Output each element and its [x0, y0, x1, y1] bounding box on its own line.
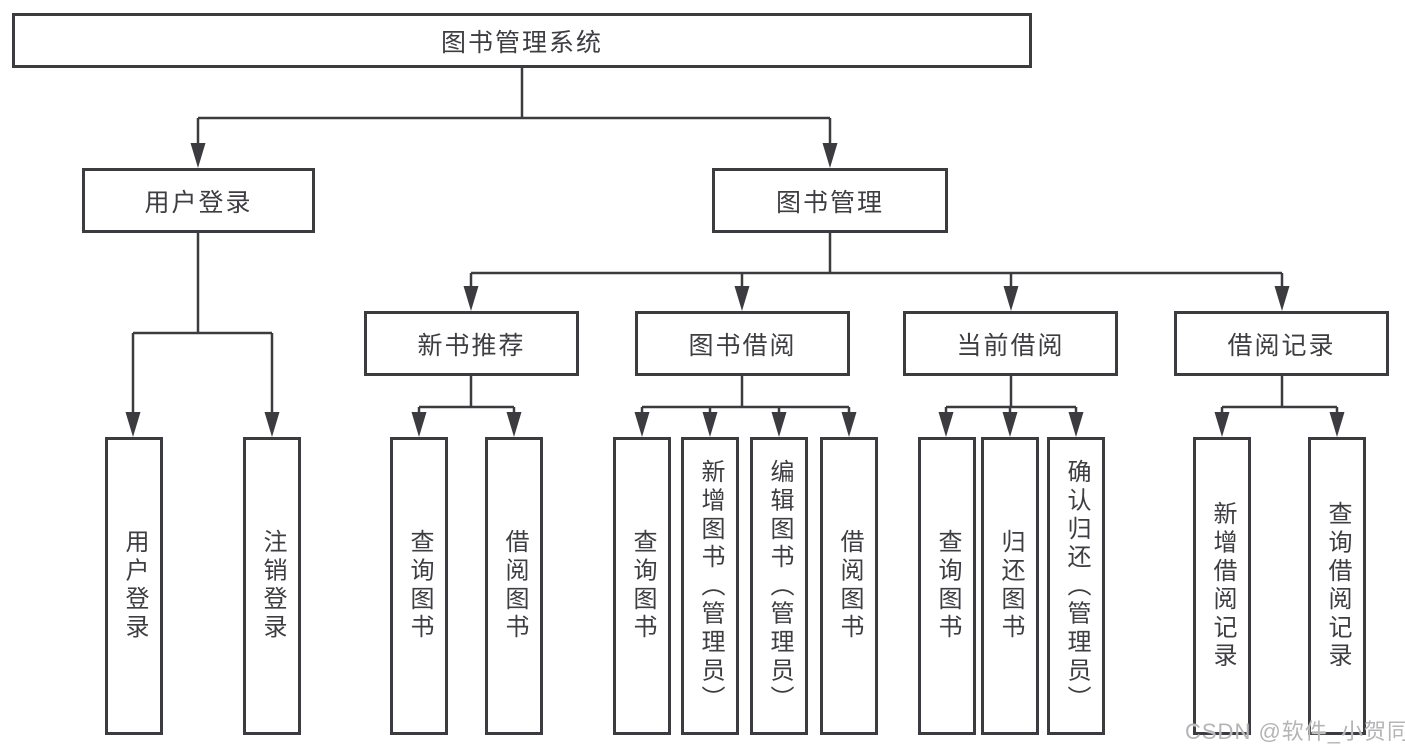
leaf-records-add-borrow-record: 新增借阅记录 — [1193, 437, 1251, 735]
node-label: 借阅记录 — [1227, 331, 1336, 360]
leaf-label: 归还图书 — [997, 529, 1024, 643]
leaf-borrow-borrow-books: 借阅图书 — [820, 437, 878, 735]
leaf-label: 编辑图书（管理员） — [766, 458, 793, 714]
node-new-book-recommend: 新书推荐 — [364, 311, 579, 376]
node-book-borrow: 图书借阅 — [635, 311, 850, 376]
leaf-label: 借阅图书 — [836, 529, 863, 643]
arrowheads — [125, 143, 1345, 437]
leaf-label: 查询借阅记录 — [1324, 501, 1351, 671]
leaf-newbook-query-books: 查询图书 — [390, 437, 448, 735]
node-label: 用户登录 — [144, 188, 253, 217]
csdn-watermark: CSDN @软件_小贺同学 — [1185, 719, 1405, 744]
leaf-borrow-add-books-admin: 新增图书（管理员） — [681, 437, 739, 735]
leaf-current-confirm-return-admin: 确认归还（管理员） — [1047, 437, 1105, 735]
node-label: 图书管理系统 — [440, 28, 603, 57]
node-library-management-system: 图书管理系统 — [12, 13, 1032, 68]
leaf-newbook-borrow-books: 借阅图书 — [485, 437, 543, 735]
node-user-login: 用户登录 — [82, 168, 315, 233]
leaf-label: 注销登录 — [259, 529, 286, 643]
leaf-label: 新增图书（管理员） — [697, 458, 724, 714]
leaf-label: 用户登录 — [121, 529, 148, 643]
leaf-borrow-query-books: 查询图书 — [613, 437, 671, 735]
node-label: 新书推荐 — [417, 331, 526, 360]
leaf-borrow-edit-books-admin: 编辑图书（管理员） — [750, 437, 808, 735]
node-label: 图书管理 — [775, 188, 884, 217]
leaf-records-query-borrow-record: 查询借阅记录 — [1308, 437, 1366, 735]
leaf-label: 查询图书 — [934, 529, 961, 643]
leaf-user-login: 用户登录 — [105, 437, 163, 735]
leaf-label: 借阅图书 — [501, 529, 528, 643]
leaf-label: 查询图书 — [629, 529, 656, 643]
leaf-label: 确认归还（管理员） — [1063, 458, 1090, 714]
leaf-label: 新增借阅记录 — [1209, 501, 1236, 671]
node-label: 当前借阅 — [956, 331, 1065, 360]
leaf-current-return-books: 归还图书 — [981, 437, 1039, 735]
node-current-borrow: 当前借阅 — [903, 311, 1118, 376]
node-label: 图书借阅 — [688, 331, 797, 360]
leaf-logout-login: 注销登录 — [243, 437, 301, 735]
node-borrow-records: 借阅记录 — [1174, 311, 1389, 376]
node-book-management: 图书管理 — [712, 168, 948, 233]
leaf-current-query-books: 查询图书 — [918, 437, 976, 735]
leaf-label: 查询图书 — [406, 529, 433, 643]
